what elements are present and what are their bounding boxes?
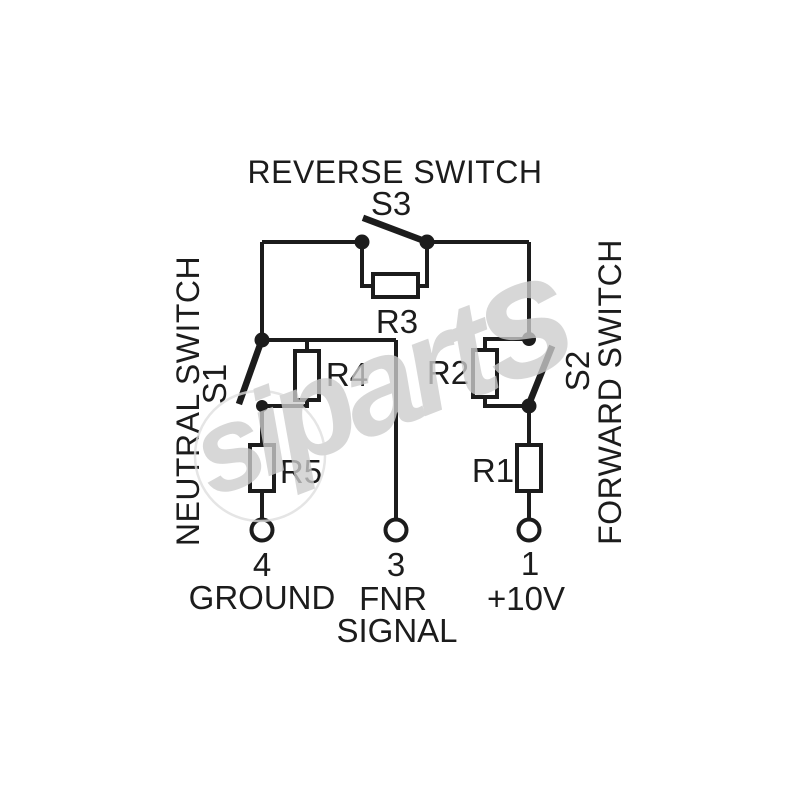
watermark-circle <box>193 389 327 523</box>
r1-label: R1 <box>472 452 514 489</box>
terminal-1-pin: 1 <box>521 545 539 582</box>
s3-left-contact-dot <box>354 234 370 250</box>
s1-label: S1 <box>196 364 233 404</box>
s2-pivot-junction-dot <box>521 398 537 414</box>
r5-label: R5 <box>280 453 322 490</box>
s1-lower-contact-dot <box>256 400 268 412</box>
r2-label: R2 <box>427 354 469 391</box>
s1-switch-arm <box>235 337 266 406</box>
resistor-r4 <box>293 349 321 402</box>
resistor-r5 <box>248 443 276 493</box>
circuit-wires <box>260 240 531 520</box>
s2-switch-arm <box>524 344 556 409</box>
switch-s2 <box>521 332 556 414</box>
terminal-4-pin: 4 <box>253 546 271 583</box>
switch-s3 <box>354 214 435 250</box>
terminal-3-name-line2: SIGNAL <box>336 612 457 649</box>
terminal-3-circle <box>383 517 409 543</box>
s3-right-contact-dot <box>419 234 435 250</box>
r3-label: R3 <box>376 303 418 340</box>
terminal-4-name: GROUND <box>189 579 336 616</box>
r2-top-lead-wire <box>483 337 529 350</box>
terminal-3-pin: 3 <box>387 546 405 583</box>
terminal-1-circle <box>516 517 542 543</box>
resistor-r1 <box>515 443 543 493</box>
resistor-r3 <box>371 272 420 299</box>
r3-loop-right-wire <box>418 242 429 288</box>
s3-switch-arm <box>361 214 432 247</box>
reverse-switch-title: REVERSE SWITCH <box>247 154 542 190</box>
r2-bottom-lead-wire <box>483 397 529 408</box>
s2-top-contact-dot <box>522 332 536 346</box>
s2-label: S2 <box>559 351 596 391</box>
s3-label: S3 <box>371 185 411 222</box>
r4-label: R4 <box>326 356 368 393</box>
neutral-switch-label: NEUTRAL SWITCH <box>170 256 206 546</box>
switch-s1 <box>235 332 270 412</box>
terminal-3-name-line1: FNR <box>359 580 427 617</box>
terminal-1-name: +10V <box>487 580 565 617</box>
r3-loop-left-wire <box>360 242 373 288</box>
terminal-4-circle <box>249 517 275 543</box>
forward-switch-label: FORWARD SWITCH <box>592 239 628 545</box>
resistor-r2 <box>471 348 499 399</box>
